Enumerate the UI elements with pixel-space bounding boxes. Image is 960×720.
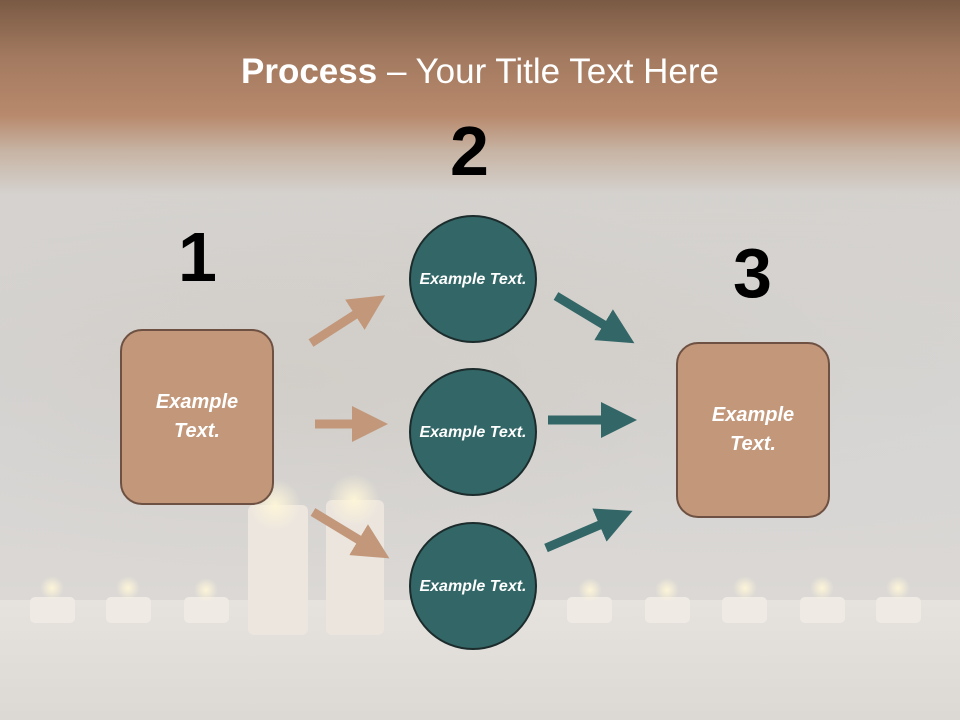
step-2-circle-bottom: Example Text. [409,522,537,650]
step-2-circle-middle: Example Text. [409,368,537,496]
arrow-left-to-bottom [310,508,390,559]
circle-label-middle: Example Text. [419,423,527,441]
arrow-top-to-right [553,292,635,344]
arrow-bottom-to-right [544,508,633,553]
candle-large [248,505,308,635]
step-1-label: Example Text. [155,391,239,442]
circle-label-top: Example Text. [419,270,527,288]
title-rest: – Your Title Text Here [377,52,719,91]
step-3-label: Example Text. [711,404,795,455]
step-number-1: 1 [178,218,217,296]
circle-label-bottom: Example Text. [419,577,527,595]
slide-title: Process – Your Title Text Here [0,52,960,92]
step-3-box: Example Text. [676,342,830,518]
arrow-left-to-top [308,295,386,347]
step-number-3: 3 [733,234,772,312]
step-1-box: Example Text. [120,329,274,505]
step-2-circle-top: Example Text. [409,215,537,343]
title-bold: Process [241,52,378,91]
step-number-2: 2 [450,112,489,190]
